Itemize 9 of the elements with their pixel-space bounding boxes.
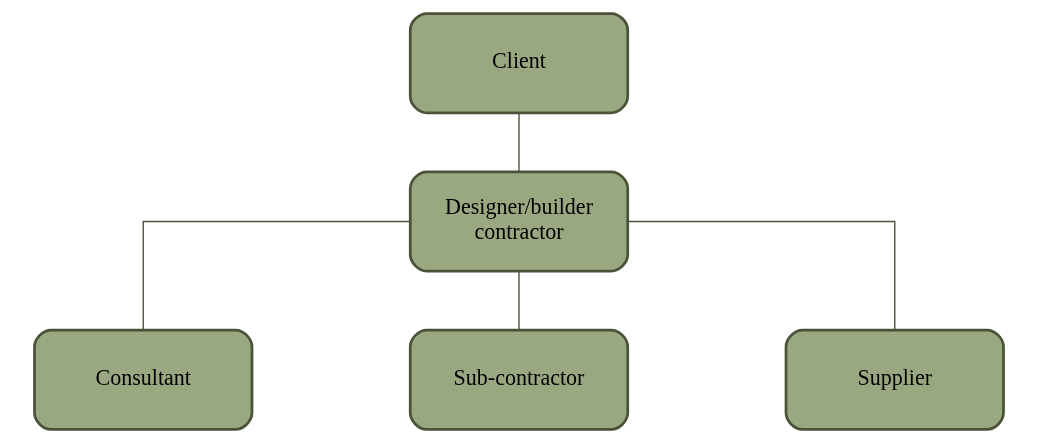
connector xyxy=(627,220,895,331)
node-box: Consultant xyxy=(32,328,253,431)
connector xyxy=(517,270,520,331)
node-box: Designer/builder contractor xyxy=(408,170,629,273)
node-box: Client xyxy=(408,12,629,115)
node-box: Supplier xyxy=(784,328,1005,431)
connector xyxy=(517,112,520,173)
connector xyxy=(142,220,410,331)
node-box: Sub-contractor xyxy=(408,328,629,431)
